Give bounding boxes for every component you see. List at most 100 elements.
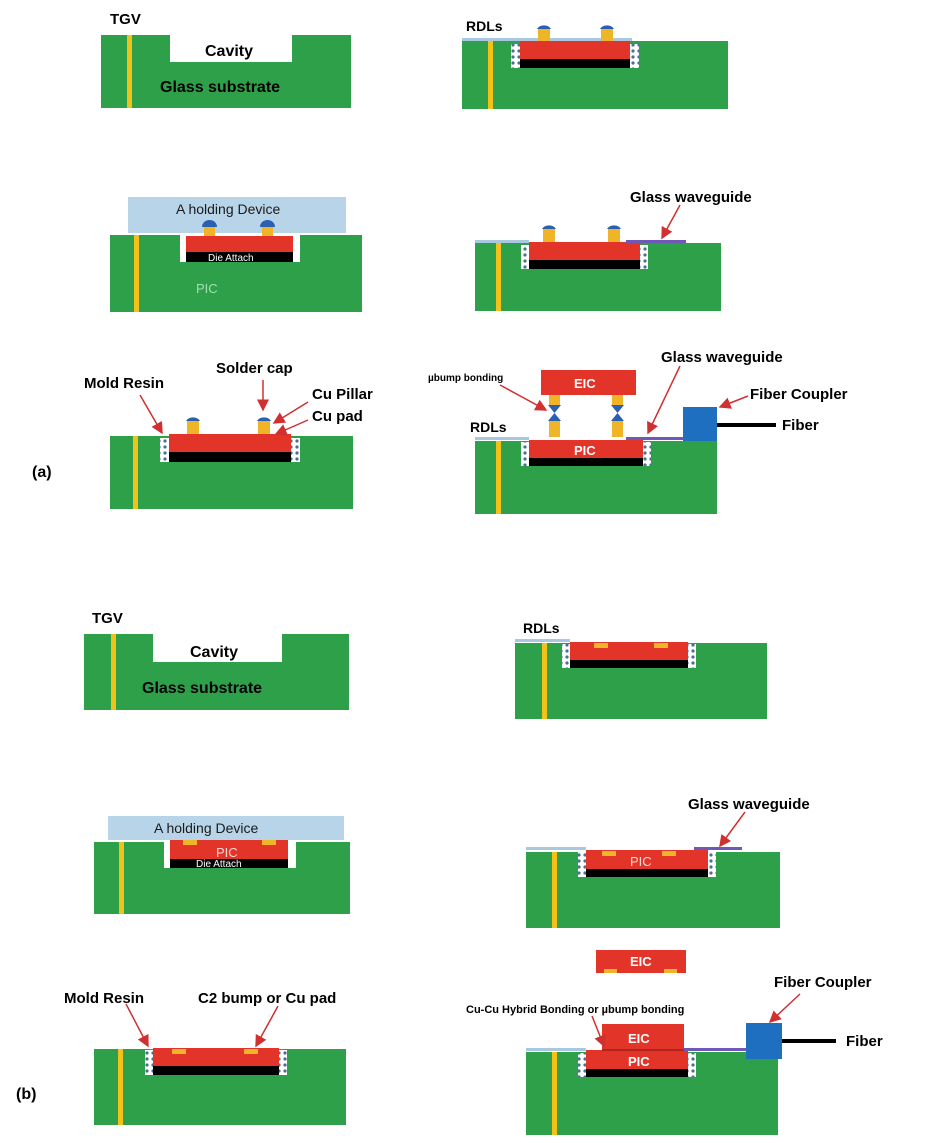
tgv bbox=[111, 634, 116, 710]
rdl-line bbox=[515, 639, 570, 642]
mold-resin-right bbox=[630, 44, 639, 68]
c2-pad bbox=[172, 1049, 186, 1054]
solder-cap bbox=[257, 417, 271, 421]
c2-bump-label: C2 bump or Cu pad bbox=[198, 990, 336, 1007]
mold-resin-left bbox=[578, 852, 586, 877]
cu-pillar bbox=[543, 229, 555, 242]
cu-pillar bbox=[612, 421, 623, 437]
die-attach bbox=[153, 1066, 279, 1075]
die-attach bbox=[170, 859, 288, 868]
panel-a-label: (a) bbox=[32, 464, 52, 481]
coupler-arrow bbox=[768, 993, 801, 1024]
eic-die bbox=[541, 370, 636, 395]
pic-label: PIC bbox=[196, 281, 218, 296]
mold-resin-left bbox=[521, 442, 529, 466]
step-a3-holding: A holding Device Die Attach PIC bbox=[110, 197, 362, 312]
glass-waveguide-label: Glass waveguide bbox=[661, 349, 783, 366]
pic-label: PIC bbox=[630, 854, 652, 869]
solder-cap bbox=[186, 417, 200, 421]
mold-resin-left bbox=[578, 1053, 586, 1077]
coupler-arrow bbox=[718, 395, 749, 409]
pic-label: PIC bbox=[574, 443, 596, 458]
fiber-coupler bbox=[683, 407, 717, 441]
mold-resin-right bbox=[640, 245, 648, 269]
pic-die bbox=[529, 440, 643, 458]
step-a6-assembly: EIC PIC µbump bonding Glass waveguide Fi… bbox=[428, 349, 848, 514]
tgv bbox=[496, 441, 501, 514]
cu-pillar bbox=[549, 421, 560, 437]
pic-die bbox=[186, 236, 293, 252]
tgv-label: TGV bbox=[110, 11, 141, 28]
step-b4-waveguide: PIC Glass waveguide bbox=[526, 796, 810, 928]
cu-pillar bbox=[601, 29, 613, 41]
glass-waveguide-label: Glass waveguide bbox=[688, 796, 810, 813]
waveguide-arrow bbox=[647, 365, 681, 435]
panel-b-label: (b) bbox=[16, 1086, 36, 1103]
glass-substrate bbox=[94, 842, 350, 914]
ubump bbox=[548, 405, 561, 421]
eic-label: EIC bbox=[574, 376, 596, 391]
glass-waveguide bbox=[694, 847, 742, 850]
fiber-label: Fiber bbox=[846, 1033, 883, 1050]
glass-waveguide bbox=[684, 1048, 746, 1051]
pic-label: PIC bbox=[628, 1054, 650, 1069]
eic-label: EIC bbox=[628, 1031, 650, 1046]
mold-resin-left bbox=[145, 1050, 153, 1075]
cu-pillar bbox=[262, 226, 273, 236]
waveguide-arrow bbox=[719, 811, 746, 848]
mold-resin-left bbox=[562, 644, 570, 668]
step-a2-rdls: RDLs bbox=[462, 18, 728, 109]
pic-die bbox=[169, 434, 291, 452]
step-b6-assembly: EIC EIC PIC Cu-Cu Hybrid Bonding or µbum… bbox=[466, 950, 883, 1135]
die-attach bbox=[570, 660, 688, 668]
tgv bbox=[119, 842, 124, 914]
glass-waveguide-label: Glass waveguide bbox=[630, 189, 752, 206]
eic-die bbox=[602, 1024, 684, 1050]
holding-device bbox=[108, 816, 344, 840]
tgv bbox=[496, 243, 501, 311]
cu-pillar bbox=[612, 395, 623, 405]
mold-resin-right bbox=[643, 442, 651, 466]
c2-pad bbox=[594, 643, 608, 648]
die-attach bbox=[529, 458, 643, 466]
mold-resin-right bbox=[688, 644, 696, 668]
fiber-label: Fiber bbox=[782, 417, 819, 434]
solder-cap bbox=[542, 225, 556, 229]
pic-die bbox=[153, 1048, 279, 1066]
glass-waveguide bbox=[626, 437, 688, 440]
die-attach-label: Die Attach bbox=[208, 253, 254, 264]
glass-substrate bbox=[101, 35, 351, 108]
rdl-line bbox=[475, 240, 529, 243]
ubump bbox=[611, 405, 624, 421]
cu-pillar-label: Cu Pillar bbox=[312, 386, 373, 403]
step-a4-waveguide: Glass waveguide bbox=[475, 189, 752, 311]
die-attach bbox=[169, 452, 291, 462]
tgv-label: TGV bbox=[92, 610, 123, 627]
cu-pillar bbox=[187, 421, 199, 434]
holding-device-label: A holding Device bbox=[176, 201, 281, 217]
ubump-arrow bbox=[499, 384, 548, 411]
c2-bump-arrow bbox=[255, 1005, 279, 1048]
glass-substrate-label: Glass substrate bbox=[160, 79, 280, 96]
tgv bbox=[134, 235, 139, 312]
pic-die bbox=[570, 642, 688, 660]
solder-cap bbox=[260, 220, 275, 227]
cavity-label: Cavity bbox=[190, 644, 238, 661]
cu-pillar bbox=[549, 395, 560, 405]
mold-resin-right bbox=[291, 438, 300, 462]
hybrid-bonding-arrow bbox=[591, 1015, 606, 1048]
step-b2-rdls: RDLs bbox=[515, 620, 767, 719]
pic-label: PIC bbox=[216, 845, 238, 860]
die-attach-label: Die Attach bbox=[196, 859, 242, 870]
c2-pad bbox=[654, 643, 668, 648]
step-b5-mold: Mold Resin C2 bump or Cu pad (b) bbox=[16, 990, 346, 1125]
c2-pad bbox=[664, 969, 677, 973]
mold-resin-label: Mold Resin bbox=[64, 990, 144, 1007]
pic-die bbox=[520, 41, 630, 59]
cu-pad-arrow bbox=[274, 419, 309, 436]
mold-resin-label: Mold Resin bbox=[84, 375, 164, 392]
mold-resin-arrow bbox=[139, 394, 163, 435]
die-attach bbox=[586, 869, 708, 877]
mold-resin-left bbox=[511, 44, 520, 68]
